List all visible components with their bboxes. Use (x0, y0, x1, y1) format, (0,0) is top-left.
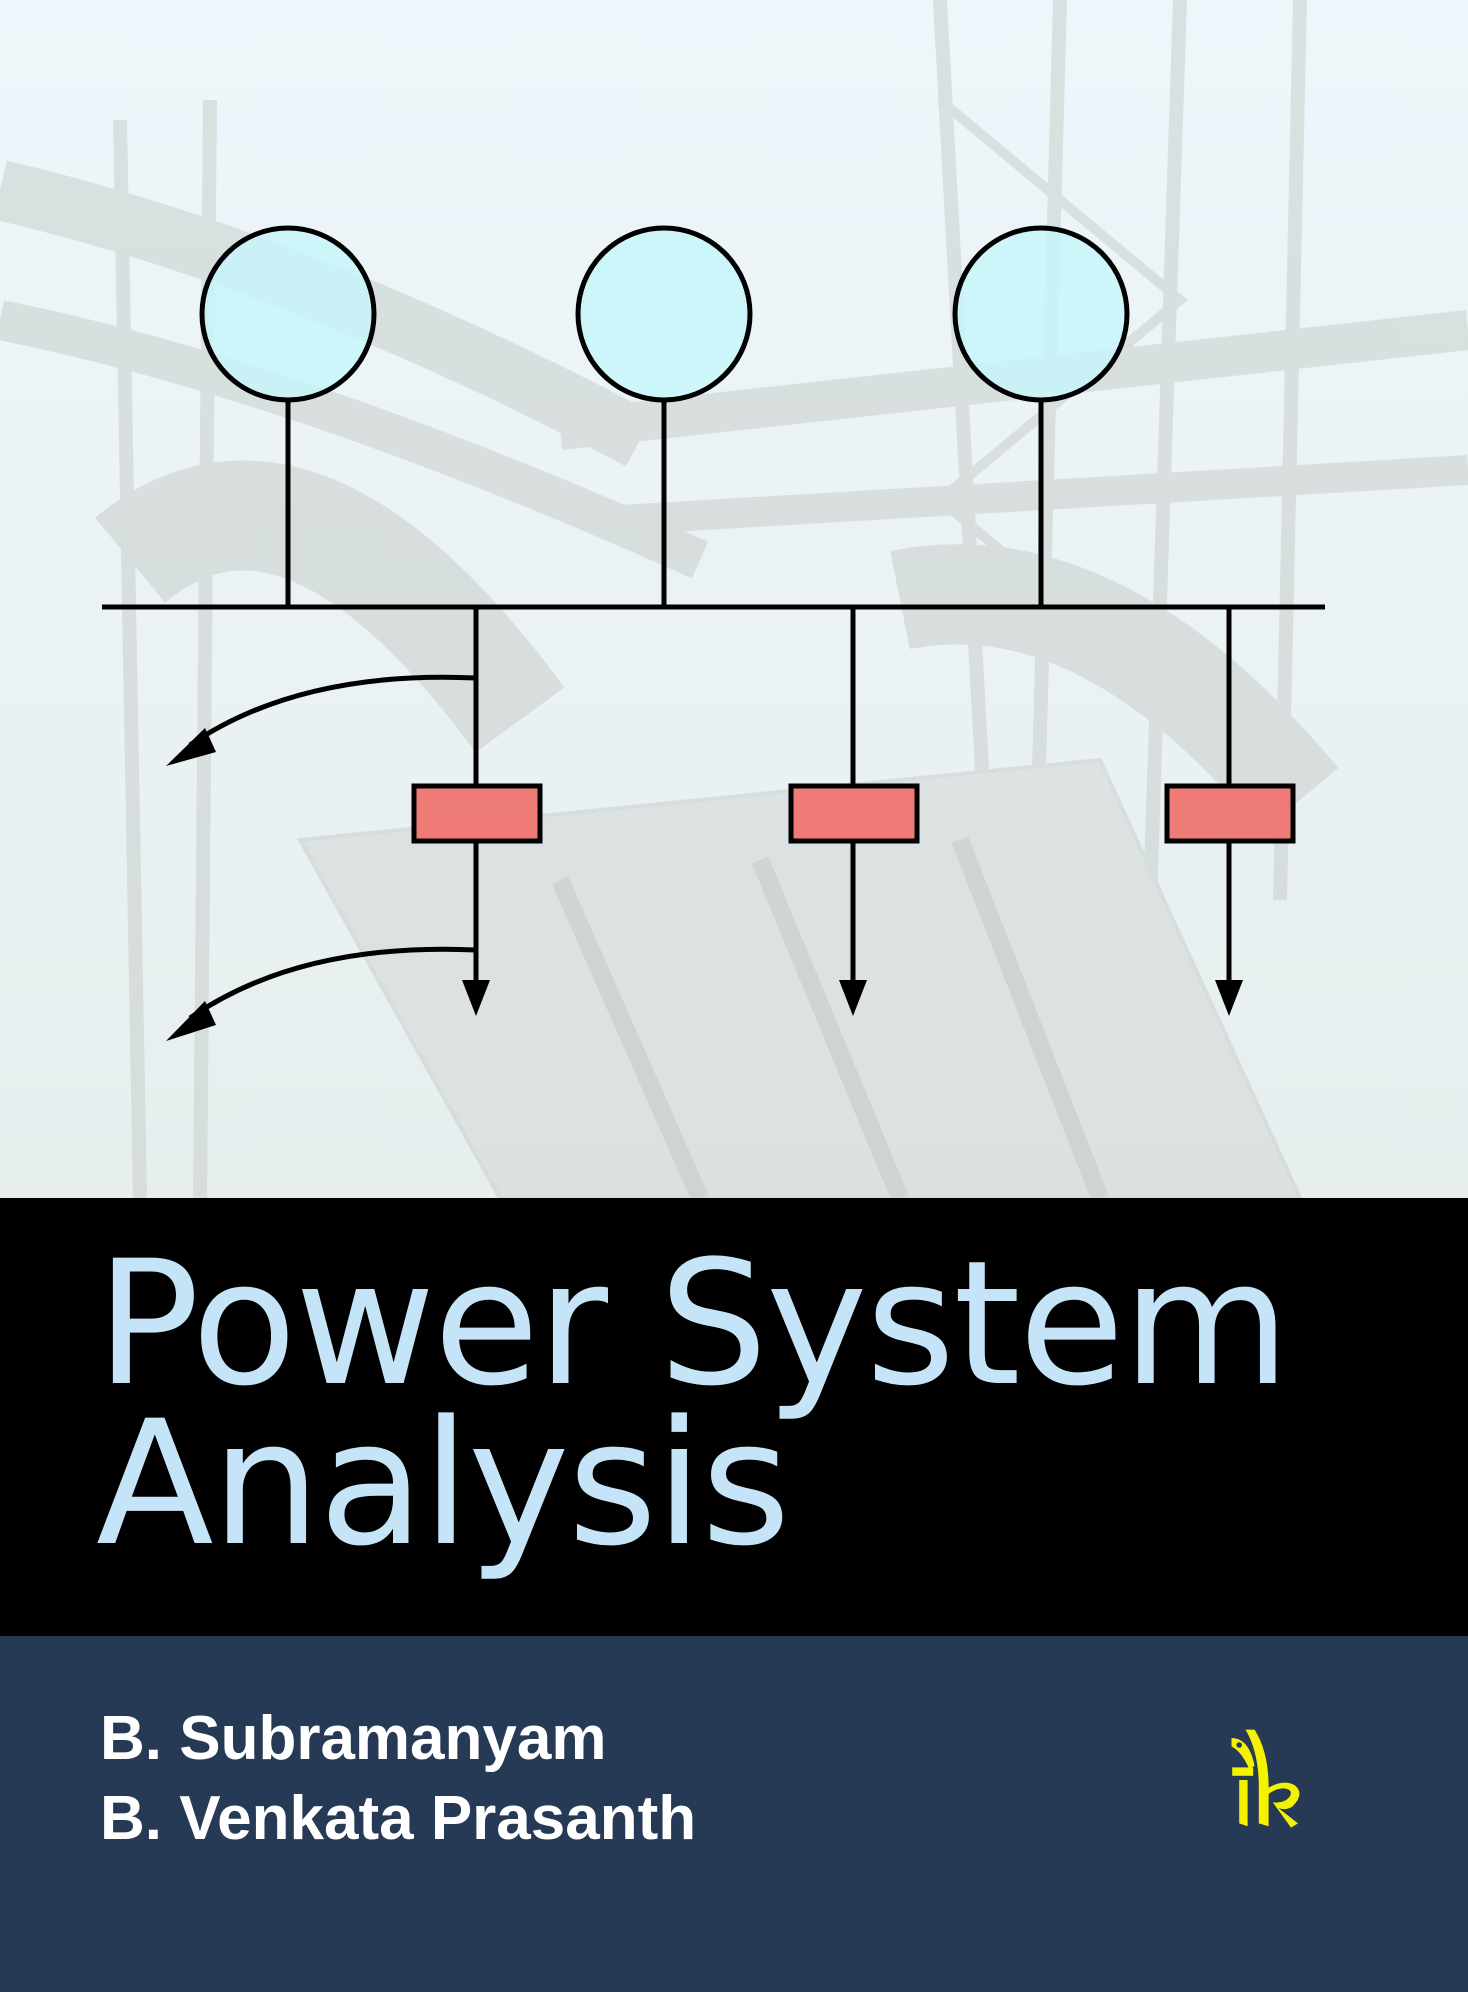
curved-arrow-1 (188, 674, 477, 748)
feeder-2 (788, 607, 920, 1016)
generator-1 (199, 225, 377, 607)
author-2: B. Venkata Prasanth (100, 1784, 697, 1853)
feeder-1 (411, 607, 543, 1016)
author-band: B. Subramanyam B. Venkata Prasanth (0, 1636, 1468, 1992)
single-line-diagram (102, 225, 1325, 1041)
title-band: Power System Analysis (0, 1198, 1468, 1636)
generator-2 (575, 225, 753, 607)
curved-arrow-2 (188, 946, 477, 1021)
publisher-logo (1231, 1729, 1300, 1828)
title-line-1: Power System (96, 1223, 1290, 1424)
title-line-2: Analysis (96, 1383, 791, 1584)
author-1: B. Subramanyam (100, 1704, 607, 1773)
generator-3 (952, 225, 1130, 607)
feeder-3 (1164, 607, 1296, 1016)
cover-illustration (0, 0, 1468, 1198)
